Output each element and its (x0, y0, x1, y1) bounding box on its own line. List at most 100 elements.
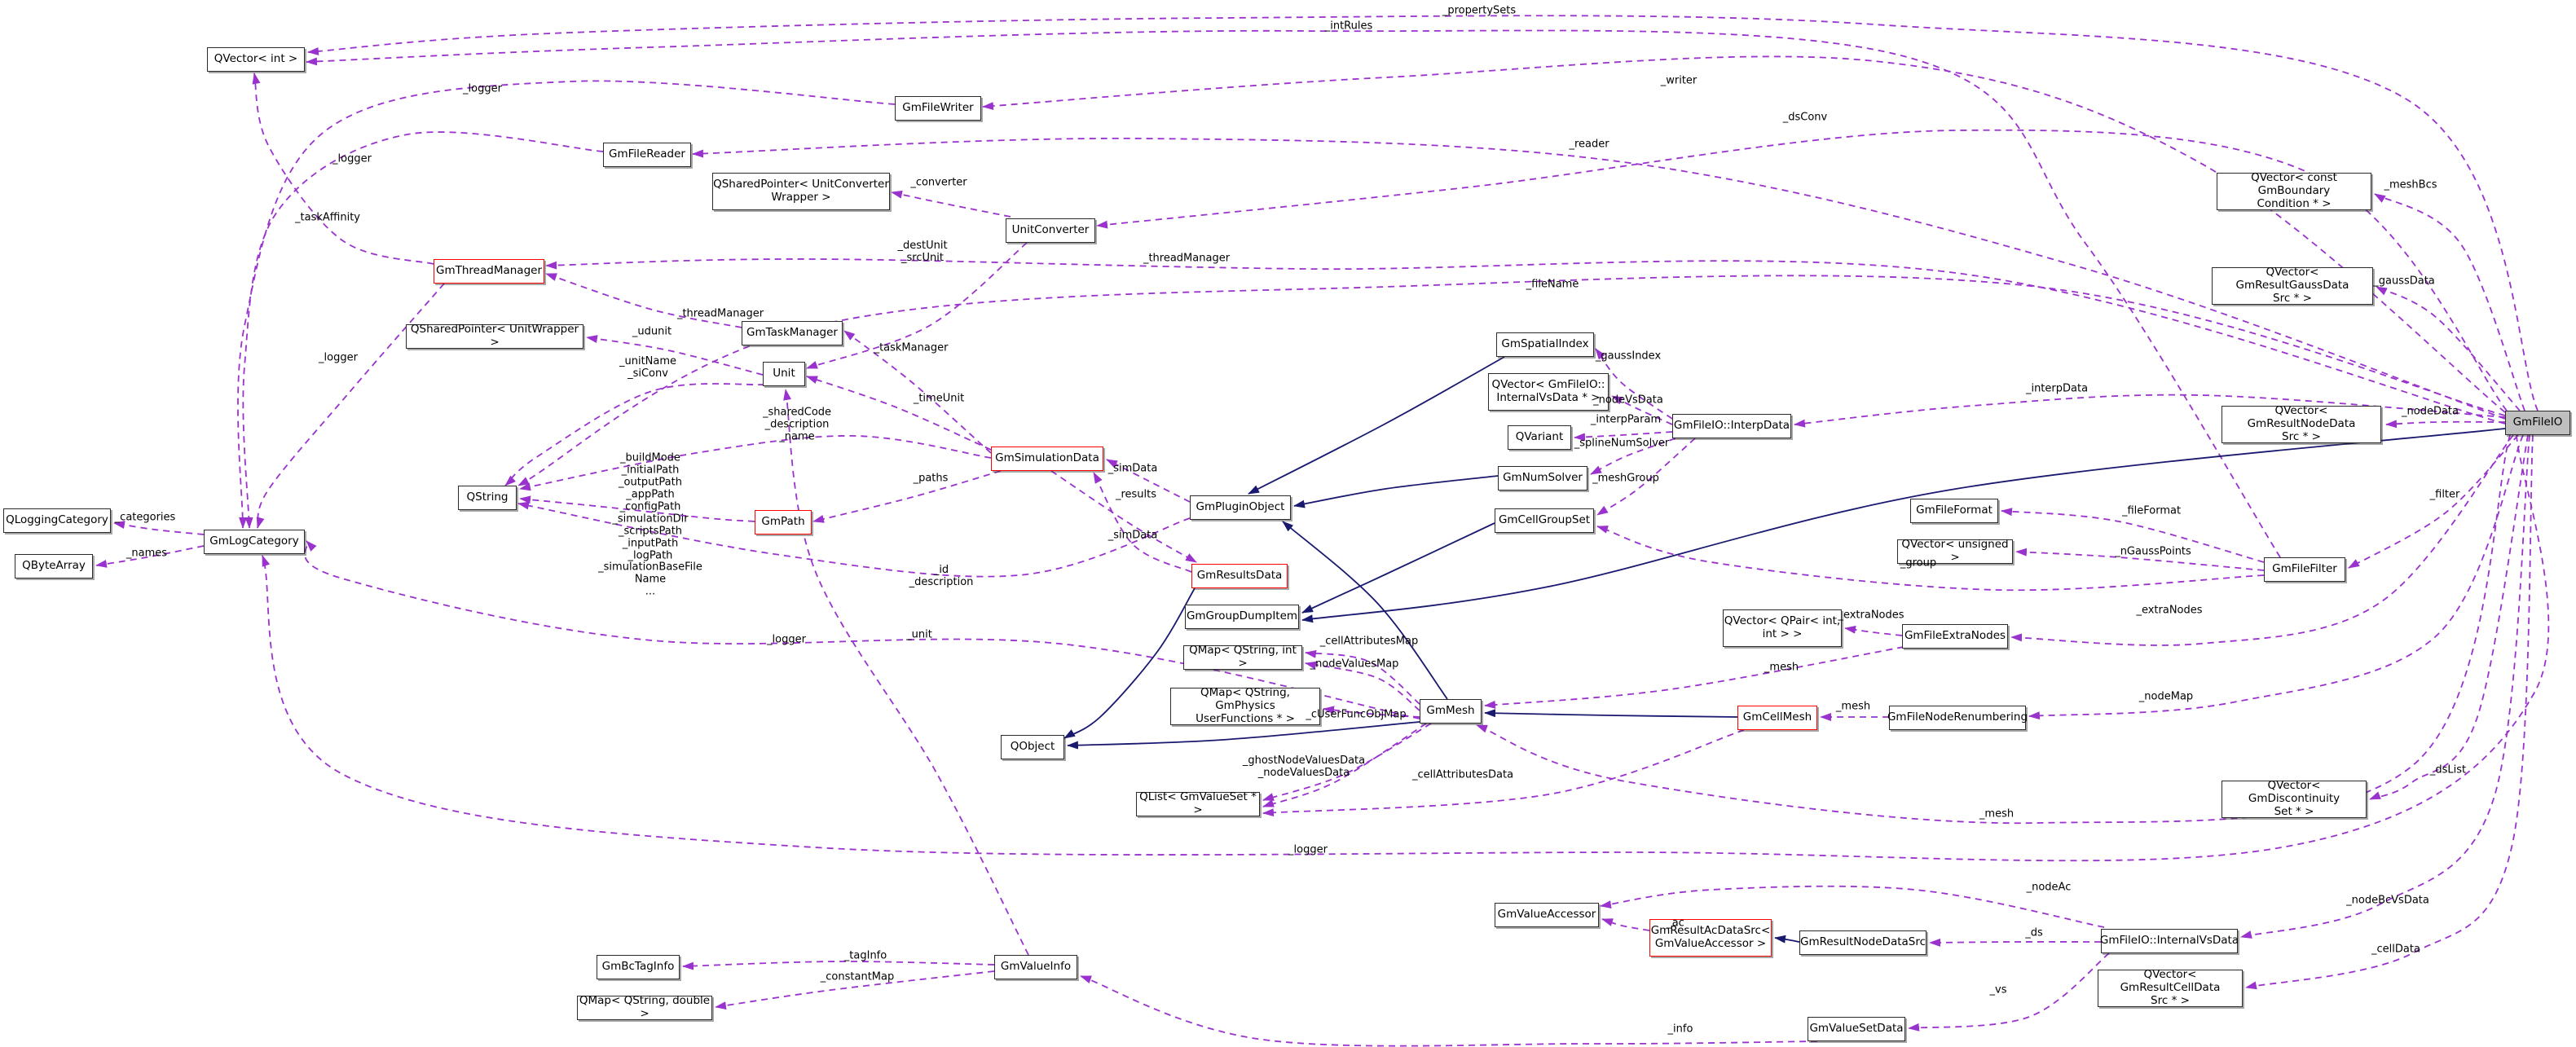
class-node-gm-path[interactable]: GmPath (755, 510, 812, 534)
edge-gm-mesh-to-qobject (1067, 721, 1420, 750)
edge-label-logger: _logger (332, 152, 372, 165)
edge-label-nodeBcVsData: _nodeBcVsData (2346, 894, 2429, 907)
class-node-gm-num-solver[interactable]: GmNumSolver (1498, 466, 1587, 491)
class-node-qmap-qstring-int[interactable]: QMap< QString, int > (1183, 644, 1302, 670)
edge-gm-fileio-to-qvector-gaussdata (2376, 286, 2521, 411)
edge-gm-plugin-object-to-gm-simulation-data (1106, 459, 1191, 503)
class-node-gm-file-reader[interactable]: GmFileReader (603, 143, 691, 167)
class-node-unit[interactable]: Unit (763, 362, 805, 386)
class-node-gm-group-dump-item[interactable]: GmGroupDumpItem (1185, 605, 1299, 629)
edge-label-vs: _vs (1989, 983, 2007, 996)
edge-gm-file-filter-to-gm-cell-group-set (1596, 526, 2265, 592)
class-node-qmap-qstring-gmphysics[interactable]: QMap< QString, GmPhysics UserFunctions *… (1170, 686, 1320, 725)
class-node-gm-file-extra-nodes[interactable]: GmFileExtraNodes (1902, 624, 2008, 649)
edge-label-cellData: _cellData (2371, 943, 2420, 956)
class-node-gm-fileio-interpdata[interactable]: GmFileIO::InterpData (1672, 414, 1791, 438)
class-node-qobject[interactable]: QObject (1001, 735, 1064, 759)
class-node-qbytearray[interactable]: QByteArray (15, 554, 93, 578)
edge-gm-thread-manager-to-gm-log-category (256, 283, 445, 529)
class-node-gm-value-accessor[interactable]: GmValueAccessor (1495, 903, 1599, 927)
class-node-qvector-qpair[interactable]: QVector< QPair< int, int > > (1723, 609, 1842, 647)
edge-label-unitName: _unitName _siConv (619, 355, 677, 380)
class-node-qlogging-category[interactable]: QLoggingCategory (3, 508, 111, 533)
class-node-gm-task-manager[interactable]: GmTaskManager (742, 321, 843, 345)
class-node-qvector-gmdiscontinuity[interactable]: QVector< GmDiscontinuity Set * > (2222, 779, 2367, 818)
class-node-gm-results-data[interactable]: GmResultsData (1191, 564, 1288, 588)
edge-label-reader: _reader (1569, 138, 1609, 151)
edge-label-sharedCode: _sharedCode _description _name (762, 406, 832, 443)
edge-label-taskAffinity: _taskAffinity (295, 211, 360, 224)
class-node-gm-fileio[interactable]: GmFileIO (2505, 411, 2570, 435)
edge-label-ds: _ds (2025, 926, 2043, 939)
class-node-gm-value-info[interactable]: GmValueInfo (994, 955, 1077, 979)
class-node-qvector-unsigned[interactable]: QVector< unsigned > (1897, 538, 2013, 564)
class-node-gm-fileio-internalvsdata[interactable]: GmFileIO::InternalVsData (2100, 929, 2239, 953)
class-node-unit-converter[interactable]: UnitConverter (1006, 218, 1095, 243)
edge-gm-fileio-to-qvector-celldata (2245, 434, 2534, 990)
edge-label-tagInfo: _tagInfo (843, 949, 887, 962)
edge-gm-num-solver-to-gm-plugin-object (1293, 475, 1499, 508)
class-node-gm-mesh[interactable]: GmMesh (1420, 699, 1482, 724)
class-node-qvector-gaussdata[interactable]: QVector< GmResultGaussData Src * > (2212, 266, 2373, 305)
edge-gm-value-info-to-gm-bc-tag-info (682, 961, 995, 970)
class-node-qvector-gmboundary[interactable]: QVector< const GmBoundary Condition * > (2217, 171, 2371, 210)
class-node-gm-file-filter[interactable]: GmFileFilter (2264, 557, 2345, 582)
class-node-qvariant[interactable]: QVariant (1508, 425, 1571, 450)
edge-unit-to-qsp-unitwrapper (586, 335, 764, 376)
class-node-gm-cell-group-set[interactable]: GmCellGroupSet (1495, 508, 1594, 533)
edge-gm-simulation-data-to-gm-task-manager (843, 330, 992, 454)
edge-unit-to-qstring (504, 383, 765, 486)
edge-label-extraNodes: _extraNodes (2136, 604, 2203, 617)
edge-label-nodeData: _nodeData (2402, 405, 2459, 418)
class-node-qsp-unitconverter-wrapper[interactable]: QSharedPointer< UnitConverter Wrapper > (712, 173, 890, 210)
class-node-qmap-qstring-double[interactable]: QMap< QString, double > (577, 994, 712, 1020)
edge-label-taskManager: _taskManager (874, 341, 949, 354)
class-node-qvector-internalvsdata[interactable]: QVector< GmFileIO:: InternalVsData * > (1488, 373, 1609, 411)
class-node-gm-plugin-object[interactable]: GmPluginObject (1190, 495, 1291, 520)
class-node-gm-file-writer[interactable]: GmFileWriter (895, 96, 981, 121)
class-node-qvector-celldata[interactable]: QVector< GmResultCellData Src * > (2098, 968, 2243, 1007)
edge-gm-result-ac-datasrc-to-gm-value-accessor (1601, 918, 1650, 931)
edge-label-udunit: _udunit (632, 325, 672, 338)
edge-gm-log-category-to-qbytearray (95, 545, 205, 568)
class-node-gm-result-ac-datasrc[interactable]: GmResultAcDataSrc< GmValueAccessor > (1649, 919, 1772, 957)
edge-label-logger: _logger (767, 633, 806, 646)
edge-label-mesh: _mesh (1979, 807, 2015, 820)
edge-gm-mesh-to-qmap-qstring-int (1305, 661, 1420, 711)
edge-gm-fileio-to-gm-mesh (1476, 434, 2511, 825)
class-node-gm-thread-manager[interactable]: GmThreadManager (434, 259, 544, 284)
edge-gm-value-info-to-unit (783, 389, 1029, 956)
class-node-qvector-int[interactable]: QVector< int > (207, 47, 305, 72)
class-node-gm-file-node-renumbering[interactable]: GmFileNodeRenumbering (1887, 706, 2028, 730)
class-node-gm-bc-tag-info[interactable]: GmBcTagInfo (597, 955, 680, 979)
edge-gm-cell-mesh-to-gm-mesh (1484, 709, 1738, 718)
edge-gm-fileio-to-qvector-gmboundary (2374, 193, 2525, 411)
edge-label-logger: _logger (319, 351, 358, 364)
edge-label-writer: _writer (1660, 74, 1698, 87)
class-node-qsp-unitwrapper[interactable]: QSharedPointer< UnitWrapper > (406, 323, 583, 349)
edge-gm-results-data-to-gm-simulation-data (1093, 472, 1192, 573)
edge-gm-mesh-to-qmap-qstring-int (1305, 649, 1420, 705)
edge-unit-converter-to-qsp-unitconverter-wrapper (891, 190, 1011, 218)
class-node-qstring[interactable]: QString (458, 486, 517, 510)
class-node-gm-simulation-data[interactable]: GmSimulationData (991, 447, 1103, 471)
class-node-qvector-nodedata[interactable]: QVector< GmResultNodeData Src * > (2222, 404, 2381, 443)
edge-gm-fileio-to-qvector-int (307, 15, 2539, 411)
edge-label-unit: _unit (906, 628, 932, 641)
class-node-gm-cell-mesh[interactable]: GmCellMesh (1737, 706, 1817, 730)
class-node-gm-log-category[interactable]: GmLogCategory (204, 530, 305, 554)
edge-gm-fileio-interpdata-to-qvector-internalvsdata (1611, 395, 1673, 425)
edge-gm-fileio-interpdata-to-gm-spatial-index (1595, 348, 1673, 420)
edge-label-buildMode: _buildMode _initialPath _outputPath _app… (598, 451, 702, 598)
edge-label-nodeValuesMap: _nodeValuesMap (1310, 658, 1399, 671)
class-node-gm-value-set-data[interactable]: GmValueSetData (1808, 1017, 1905, 1041)
edge-label-interpData: _interpData (2025, 382, 2089, 395)
class-node-gm-result-node-datasrc[interactable]: GmResultNodeDataSrc (1799, 930, 1926, 955)
class-node-gm-file-format[interactable]: GmFileFormat (1910, 499, 1998, 523)
edge-label-mesh: _mesh (1764, 661, 1799, 674)
edge-label-dsList: _dsList (2429, 763, 2467, 776)
class-node-qlist-gmvalueset[interactable]: QList< GmValueSet * > (1136, 790, 1260, 816)
edge-gm-fileio-to-qvector-gmdiscontinuity (2369, 434, 2529, 800)
class-node-gm-spatial-index[interactable]: GmSpatialIndex (1496, 332, 1594, 357)
